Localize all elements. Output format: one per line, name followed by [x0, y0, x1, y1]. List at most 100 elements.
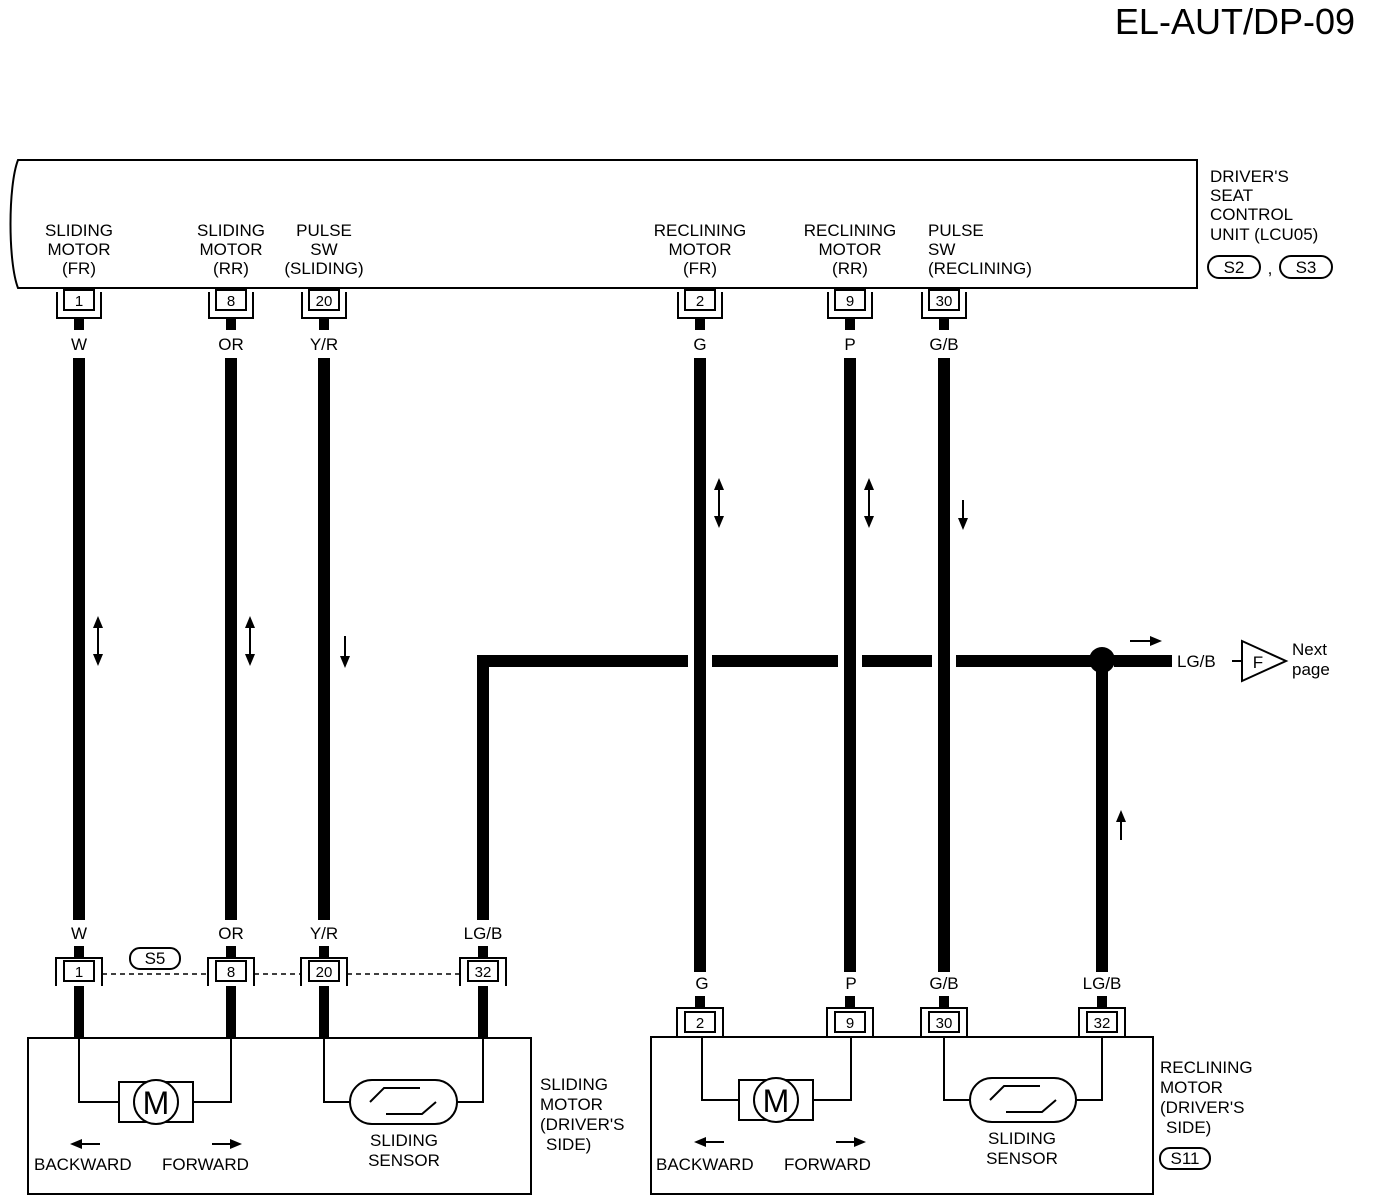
rm-internal-wiring [701, 1037, 1103, 1101]
arrow-down-gb [958, 500, 968, 530]
sm-backward-arrow [70, 1139, 100, 1149]
sm-pin-stubs-bottom [74, 986, 488, 1038]
wire-color-top-t20: Y/R [310, 335, 338, 354]
svg-text:S5: S5 [145, 949, 166, 968]
svg-text:M: M [763, 1083, 790, 1119]
svg-text:8: 8 [227, 293, 235, 310]
svg-text:(SLIDING): (SLIDING) [284, 259, 363, 278]
terminal-label-t8: SLIDING MOTOR (RR) [197, 221, 265, 278]
terminal-label-t30: PULSE SW (RECLINING) [928, 221, 1032, 278]
svg-text:PULSE: PULSE [928, 221, 984, 240]
top-pin-t2: 2 [677, 289, 723, 319]
svg-text:SLIDING: SLIDING [45, 221, 113, 240]
vertical-wires [73, 358, 950, 972]
rm-pin-30: 30 [920, 1007, 968, 1036]
rm-forward-label: FORWARD [784, 1155, 871, 1174]
svg-text:SLIDING: SLIDING [197, 221, 265, 240]
arrow-bidirectional-g [714, 478, 724, 528]
wire-color-top-t1: W [71, 335, 87, 354]
svg-text:20: 20 [316, 293, 333, 310]
svg-text:CONTROL: CONTROL [1210, 205, 1293, 224]
svg-text:SLIDING: SLIDING [988, 1129, 1056, 1148]
svg-text:UNIT (LCU05): UNIT (LCU05) [1210, 225, 1318, 244]
svg-text:32: 32 [1094, 1015, 1111, 1032]
svg-text:M: M [143, 1085, 170, 1121]
rm-motor-symbol: M [738, 1077, 814, 1123]
rm-pin-2: 2 [676, 1007, 724, 1036]
sm-pin-20: 20 [300, 957, 348, 986]
svg-text:,: , [1268, 259, 1273, 278]
sm-pin-stubs-top [74, 946, 488, 958]
top-pin-t8: 8 [208, 289, 254, 319]
svg-text:SENSOR: SENSOR [986, 1149, 1058, 1168]
top-pin-stubs [74, 318, 949, 330]
rm-connector-badge: S11 [1159, 1147, 1211, 1170]
top-pin-t30: 30 [921, 289, 967, 319]
svg-text:SLIDING: SLIDING [370, 1131, 438, 1150]
terminal-label-t9: RECLINING MOTOR (RR) [804, 221, 897, 278]
rm-pin-stubs-top [695, 996, 1107, 1008]
sm-wire-color-lgb: LG/B [464, 924, 503, 943]
arrow-up-lgb [1116, 810, 1126, 840]
top-pin-t1: 1 [56, 289, 102, 319]
wire-color-top-t30: G/B [929, 335, 958, 354]
sm-sensor-label: SLIDING SENSOR [368, 1131, 440, 1170]
sliding-motor-name: SLIDING MOTOR (DRIVER'S SIDE) [540, 1075, 624, 1154]
splice-junction [1089, 647, 1115, 673]
arrow-bidirectional-or [245, 616, 255, 666]
sm-motor-symbol: M [118, 1079, 194, 1125]
svg-text:MOTOR: MOTOR [540, 1095, 603, 1114]
svg-text:(RR): (RR) [213, 259, 249, 278]
svg-text:S2: S2 [1224, 258, 1245, 277]
reclining-motor-name: RECLINING MOTOR (DRIVER'S SIDE) [1160, 1058, 1253, 1137]
rm-wire-color-gb: G/B [929, 974, 958, 993]
svg-text:(DRIVER'S: (DRIVER'S [1160, 1098, 1244, 1117]
svg-text:SIDE): SIDE) [1166, 1118, 1211, 1137]
sm-pin-1: 1 [55, 957, 103, 986]
ground-wire-color-label: LG/B [1177, 652, 1216, 671]
svg-text:RECLINING: RECLINING [804, 221, 897, 240]
arrow-bidirectional-w [93, 616, 103, 666]
ground-wire-lgb [477, 655, 1172, 972]
svg-text:F: F [1253, 653, 1263, 672]
rm-pin-32: 32 [1078, 1007, 1126, 1036]
arrow-right-lgb [1130, 636, 1162, 646]
sm-forward-label: FORWARD [162, 1155, 249, 1174]
sm-wire-color-yr: Y/R [310, 924, 338, 943]
svg-text:30: 30 [936, 1015, 953, 1032]
svg-text:page: page [1292, 660, 1330, 679]
svg-text:32: 32 [475, 964, 492, 981]
page-code: EL-AUT/DP-09 [1115, 1, 1355, 42]
rm-backward-arrow [694, 1137, 724, 1147]
svg-text:SLIDING: SLIDING [540, 1075, 608, 1094]
svg-text:(RR): (RR) [832, 259, 868, 278]
svg-text:(RECLINING): (RECLINING) [928, 259, 1032, 278]
rm-wire-color-g: G [695, 974, 708, 993]
terminal-label-t1: SLIDING MOTOR (FR) [45, 221, 113, 278]
sm-forward-arrow [212, 1139, 242, 1149]
sm-pin-32: 32 [459, 957, 507, 986]
offpage-connector: F Next page [1232, 639, 1330, 683]
wire-color-top-t8: OR [218, 335, 244, 354]
svg-text:RECLINING: RECLINING [654, 221, 747, 240]
sm-connector-badge: S5 [129, 947, 181, 970]
svg-text:9: 9 [846, 1015, 854, 1032]
top-pin-t20: 20 [301, 289, 347, 319]
svg-text:(FR): (FR) [683, 259, 717, 278]
svg-text:8: 8 [227, 964, 235, 981]
svg-text:(DRIVER'S: (DRIVER'S [540, 1115, 624, 1134]
arrow-down-yr [340, 636, 350, 668]
svg-text:SIDE): SIDE) [546, 1135, 591, 1154]
sm-wire-color-w: W [71, 924, 87, 943]
rm-wire-color-lgb: LG/B [1083, 974, 1122, 993]
sm-sensor-symbol [349, 1079, 458, 1125]
rm-forward-arrow [836, 1137, 866, 1147]
svg-text:MOTOR: MOTOR [669, 240, 732, 259]
svg-text:MOTOR: MOTOR [1160, 1078, 1223, 1097]
svg-text:MOTOR: MOTOR [48, 240, 111, 259]
terminal-label-t2: RECLINING MOTOR (FR) [654, 221, 747, 278]
control-unit-connectors: S2 , S3 [1207, 255, 1333, 279]
svg-text:SEAT: SEAT [1210, 186, 1253, 205]
sm-wire-color-or: OR [218, 924, 244, 943]
